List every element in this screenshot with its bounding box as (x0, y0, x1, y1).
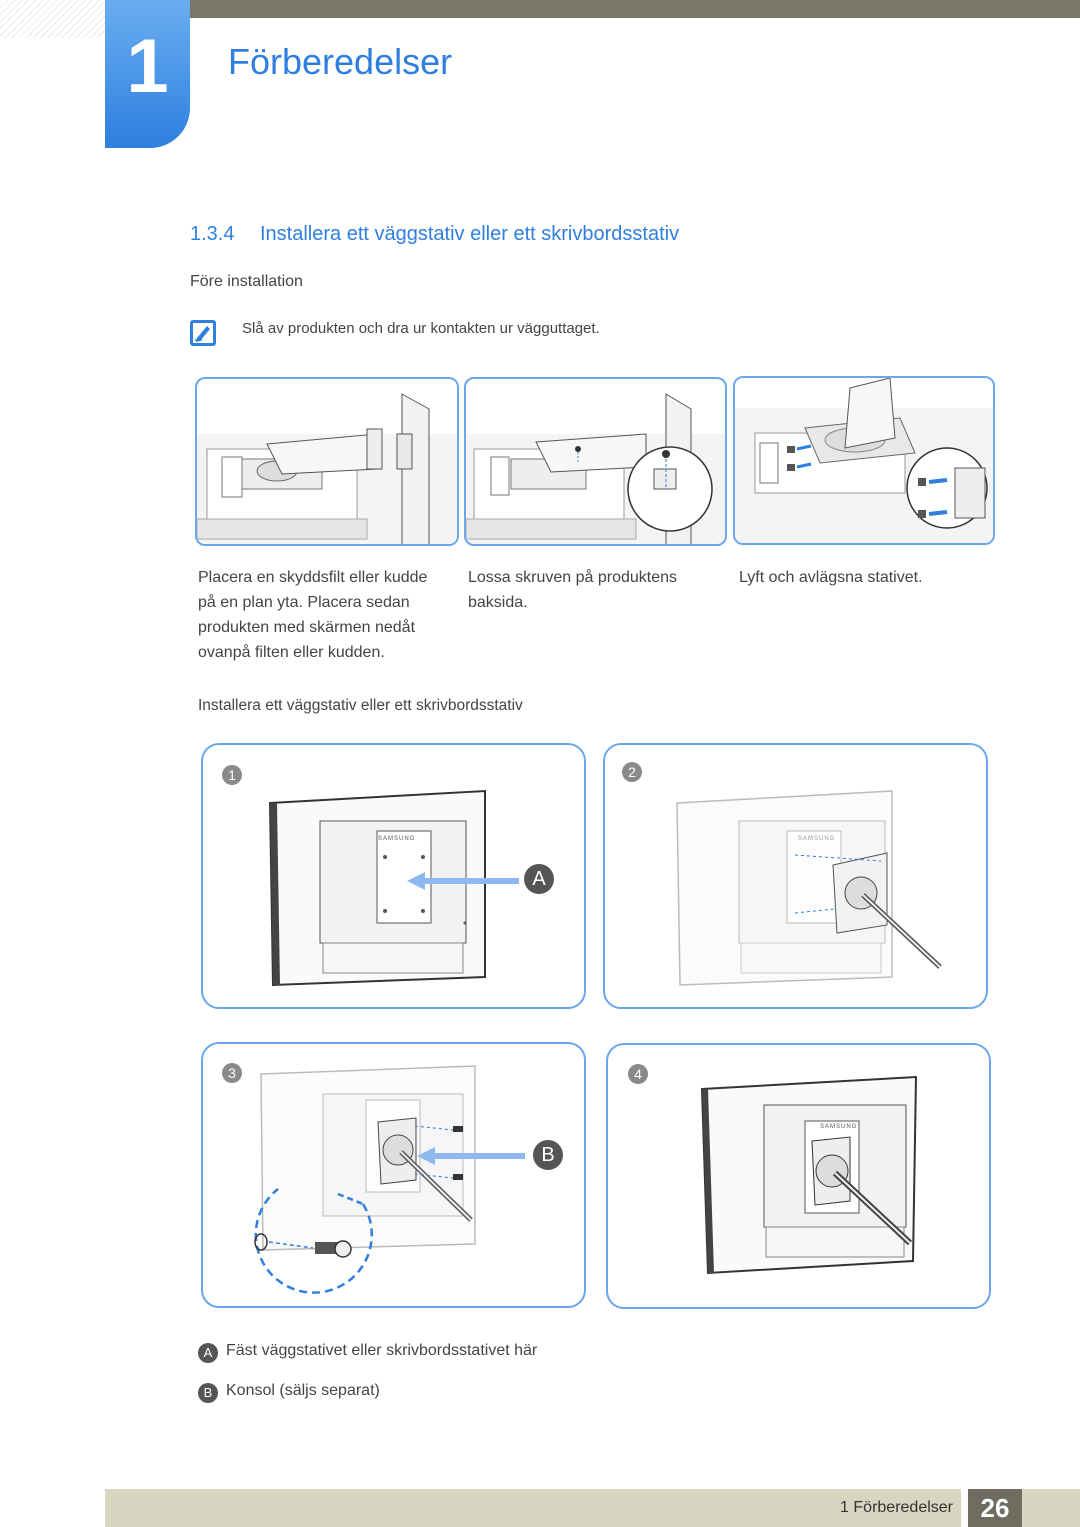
install-step-3-number: 3 (222, 1063, 242, 1083)
brand-label-step-4: SAMSUNG (820, 1124, 858, 1130)
before-step-2-caption: Lossa skruven på produktens baksida. (468, 569, 678, 611)
install-step-4-number: 4 (628, 1064, 648, 1084)
section-title: 1.3.4 Installera ett väggstativ eller ett… (190, 221, 679, 247)
before-step-1-caption: Placera en skyddsfilt eller kudde på en … (198, 569, 428, 661)
monitor-back-mount-area (268, 789, 519, 987)
install-step-4-illustration (606, 1043, 991, 1309)
install-step-1-illustration (201, 743, 586, 1009)
remove-screw-view (466, 393, 725, 544)
callout-a: A (524, 864, 554, 894)
before-step-3-caption: Lyft och avlägsna stativet. (739, 569, 923, 586)
install-step-2-illustration (603, 743, 988, 1009)
install-step-2-number: 2 (622, 762, 642, 782)
brand-label-step-2: SAMSUNG (798, 836, 836, 842)
chapter-number-tab (105, 0, 190, 148)
header-bar (190, 0, 1080, 18)
before-step-1-illustration (195, 377, 459, 546)
legend-key-a: A (198, 1343, 218, 1363)
install-step-3-illustration (201, 1042, 586, 1308)
footer-bar (105, 1489, 961, 1527)
footer-bar-end (1022, 1489, 1080, 1527)
section-title-text: Installera ett väggstativ eller ett skri… (260, 223, 680, 245)
chapter-title: Förberedelser (228, 41, 453, 82)
legend-item-b: B Konsol (säljs separat) (198, 1380, 380, 1403)
chapter-number: 1 (126, 24, 169, 109)
page-number: 26 (968, 1489, 1022, 1527)
before-step-3-illustration (733, 376, 995, 545)
lift-stand-view (735, 378, 993, 543)
note-pencil-icon (190, 320, 216, 346)
attach-bracket-with-screws (254, 1065, 525, 1294)
header-hatch-pattern (0, 0, 105, 38)
legend-item-a: A Fäst väggstativet eller skrivbordsstati… (198, 1340, 537, 1363)
legend-text-a: Fäst väggstativet eller skrivbordsstativ… (226, 1342, 538, 1359)
remove-stand-view-1 (197, 393, 457, 544)
before-step-2-illustration (464, 377, 727, 546)
install-heading: Installera ett väggstativ eller ett skri… (198, 697, 523, 714)
bracket-installed-monitor (700, 1075, 918, 1275)
note-text: Slå av produkten och dra ur kontakten ur… (242, 320, 600, 337)
install-step-1-number: 1 (222, 765, 242, 785)
before-install-heading: Före installation (190, 273, 303, 290)
attach-bracket-to-monitor (676, 790, 942, 986)
legend-key-b: B (198, 1383, 218, 1403)
brand-label-step-1: SAMSUNG (378, 836, 416, 842)
section-number: 1.3.4 (190, 223, 235, 245)
callout-b: B (533, 1140, 563, 1170)
legend-text-b: Konsol (säljs separat) (226, 1382, 380, 1399)
footer-chapter-label: 1 Förberedelser (840, 1499, 953, 1516)
